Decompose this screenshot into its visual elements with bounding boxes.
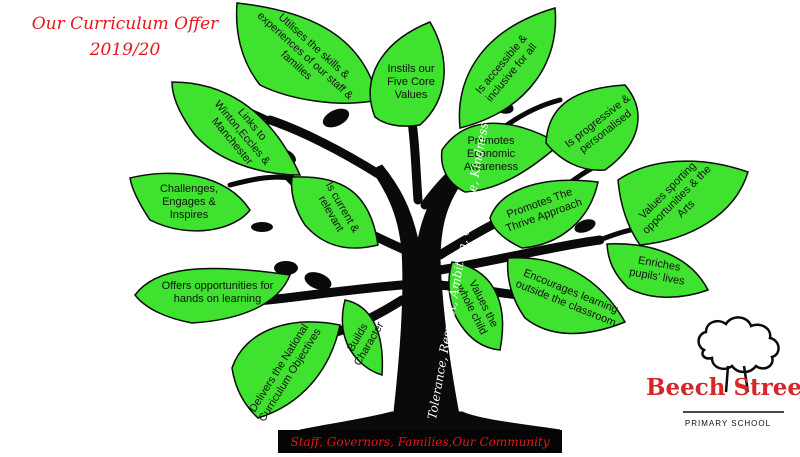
community-banner: Staff, Governors, Families,Our Community	[278, 430, 562, 453]
leaf-5	[440, 122, 562, 193]
leaf-12	[448, 261, 504, 351]
leaf-8	[290, 176, 379, 249]
diagram-title: Our Curriculum Offer	[31, 14, 219, 34]
leaf-7	[129, 172, 251, 232]
leaf-4	[171, 81, 302, 176]
leaf-label-core-values: Instils our Five Core Values	[387, 62, 435, 101]
school-logo-subtitle: PRIMARY SCHOOL	[684, 419, 772, 428]
leaf-10	[617, 160, 749, 246]
leaf-11	[134, 267, 292, 324]
logo-tree-icon	[683, 316, 784, 413]
leaf-label-hands-on: Offers opportunities for hands on learni…	[161, 280, 274, 305]
leaf-2	[369, 21, 445, 127]
leaves	[129, 2, 749, 419]
leaf-3	[458, 7, 557, 129]
leaf-15	[341, 299, 384, 376]
diagram-year: 2019/20	[89, 40, 161, 60]
leaf-13	[506, 257, 627, 335]
leaf-label-challenges: Challenges, Engages & Inspires	[159, 182, 219, 221]
leaf-1	[235, 2, 379, 104]
leaf-16	[231, 321, 341, 419]
leaf-6	[545, 84, 639, 171]
school-logo-name: Beech Street	[646, 374, 800, 401]
leaf-9	[489, 179, 599, 249]
leaf-label-economic: Promotes Economic Awareness	[463, 134, 519, 173]
leaf-14	[606, 243, 710, 298]
